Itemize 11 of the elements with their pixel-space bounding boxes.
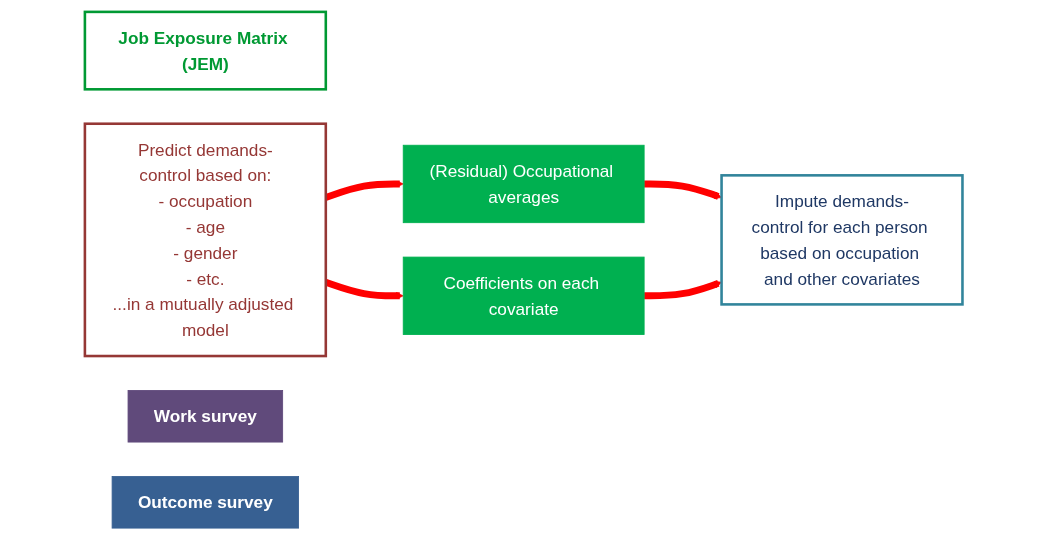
arrow — [644, 180, 723, 200]
node-box: Outcome survey — [112, 476, 300, 529]
arrow — [324, 278, 404, 300]
arrow — [644, 280, 723, 300]
arrow — [324, 180, 404, 201]
node-box: Work survey — [127, 390, 284, 443]
node-box: Impute demands-control for each person based on occupation and other covariates — [720, 174, 965, 306]
node-box: (Residual) Occupational averages — [403, 144, 645, 224]
node-box: Predict demands-control based on: - occupation - age - gender - etc. ...in a mutually adjusted model — [83, 122, 328, 358]
node-box: Coefficients on each covariate — [403, 256, 645, 335]
node-box: Job Exposure Matrix (JEM) — [83, 10, 328, 91]
